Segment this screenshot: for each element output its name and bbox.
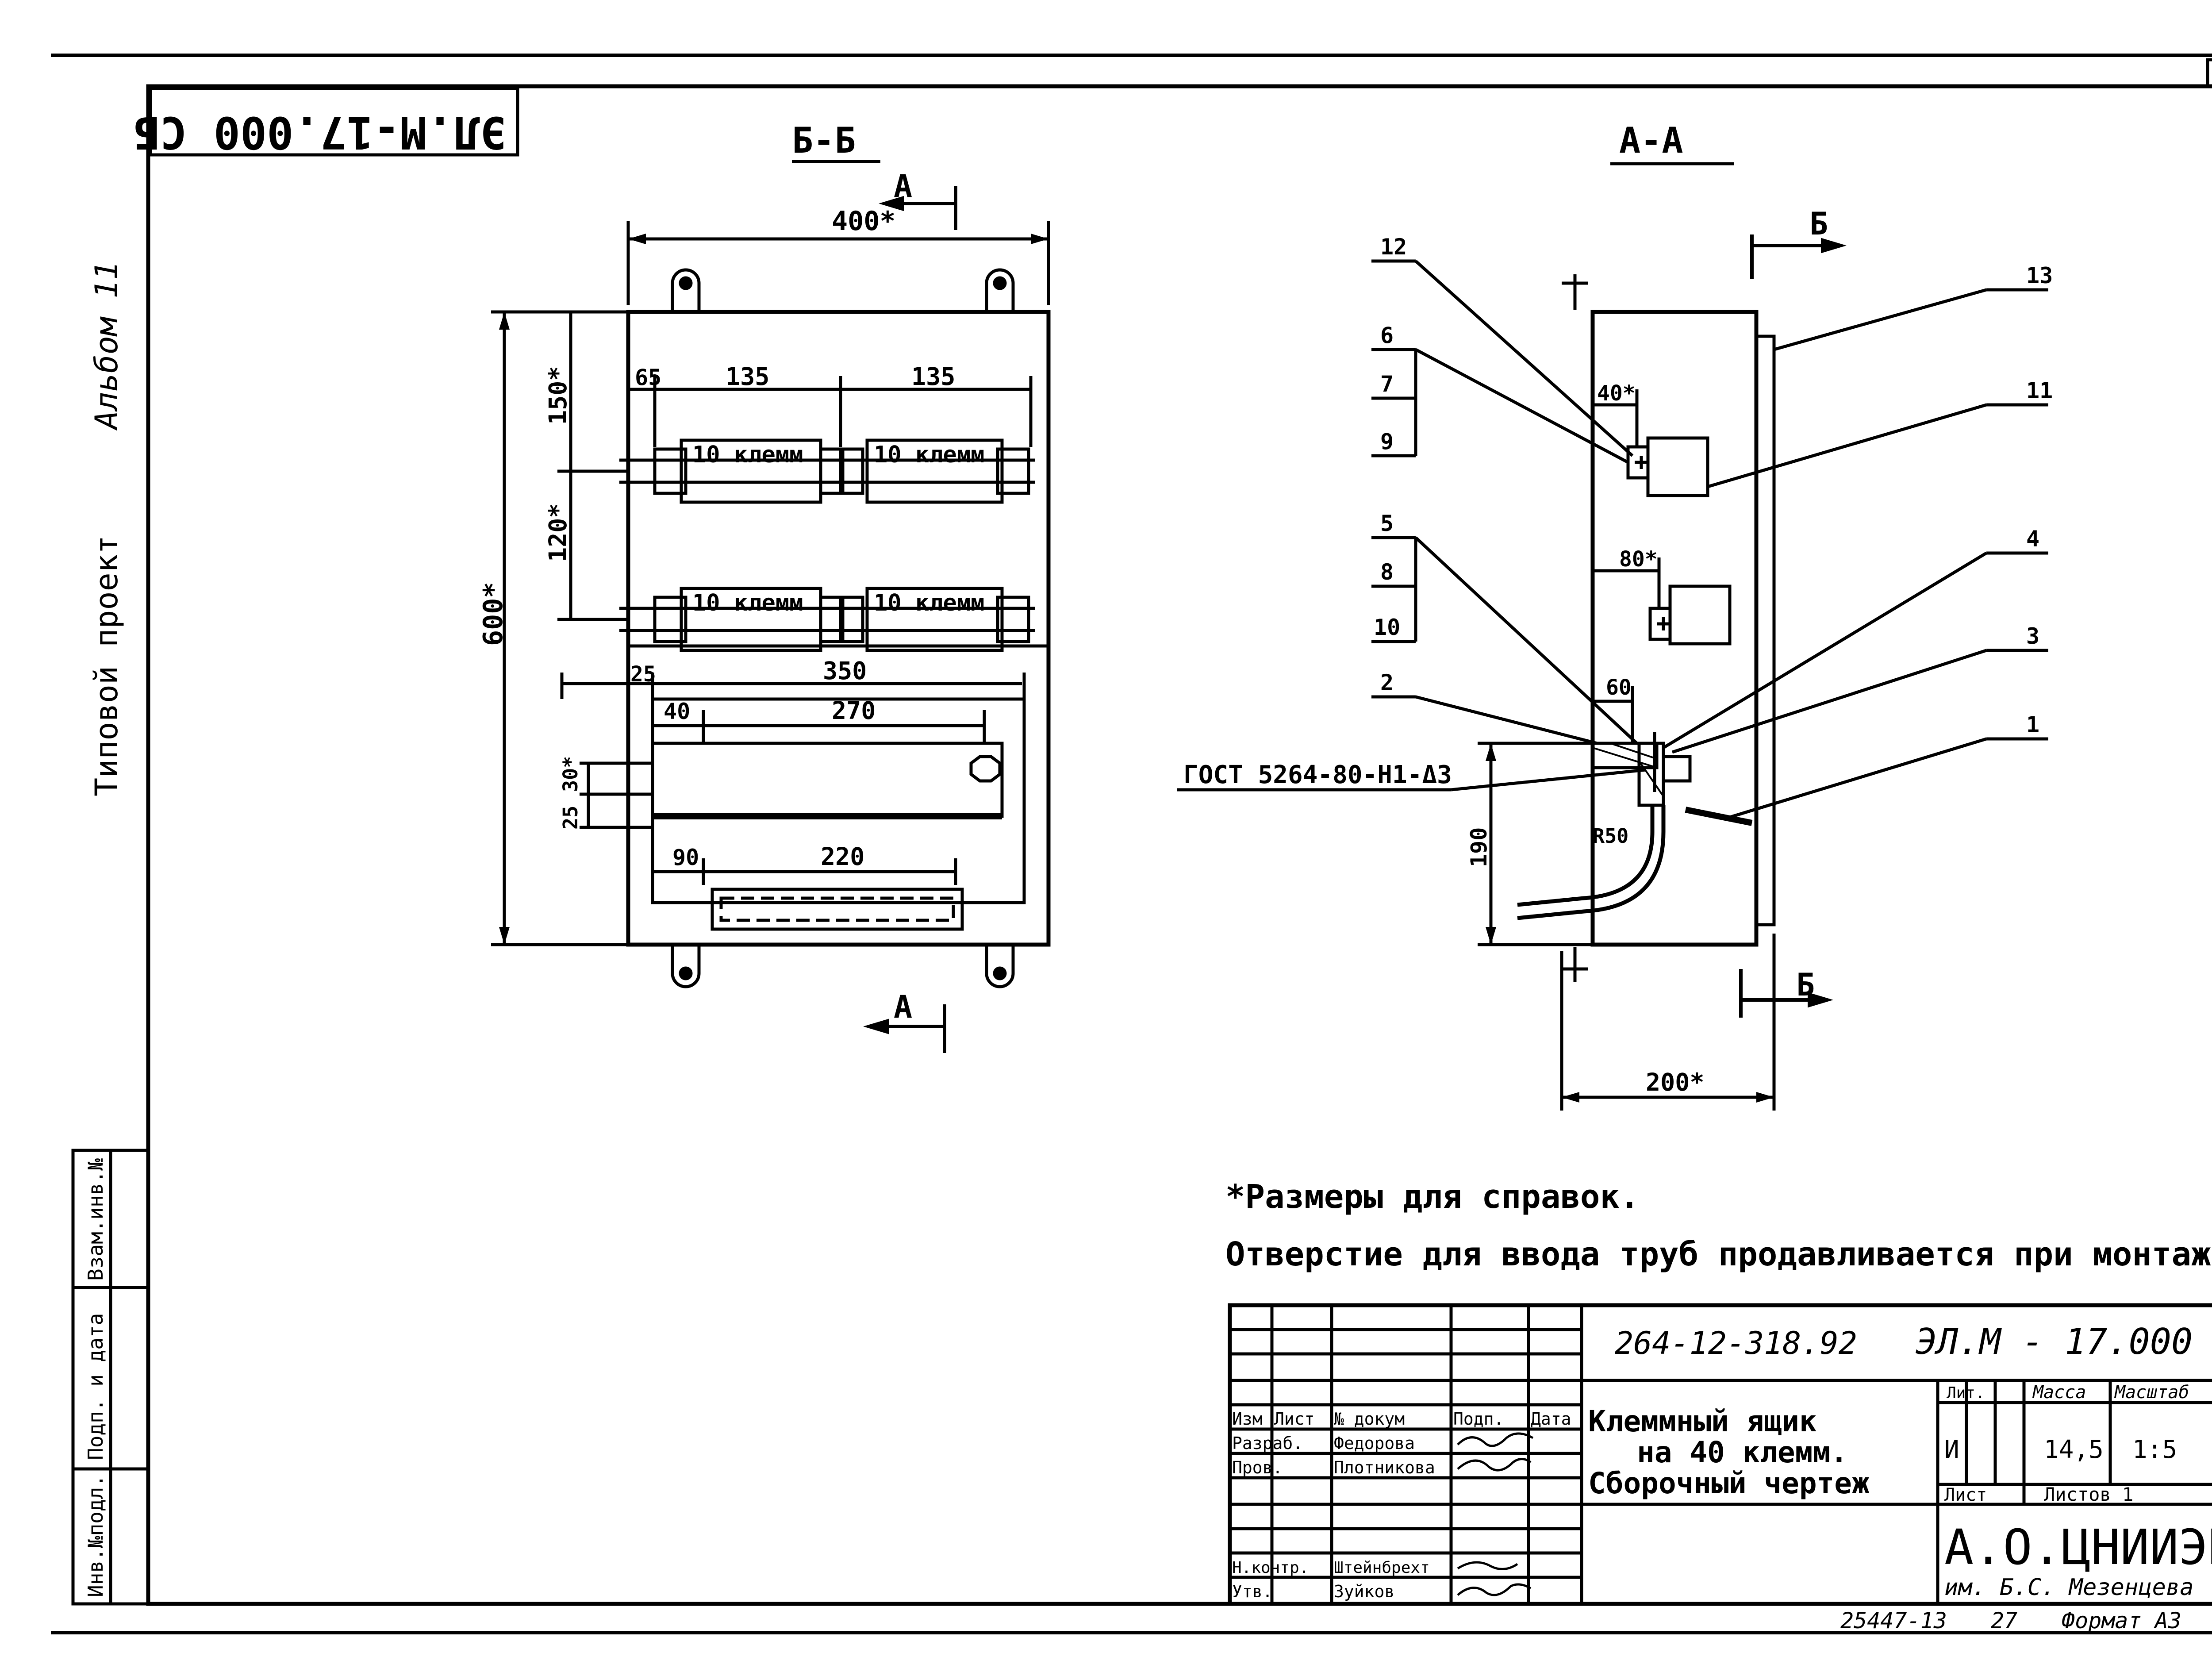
view-bb: Б-Б А А — [478, 120, 1051, 1053]
role-checker: Пров. — [1232, 1458, 1283, 1477]
terminal-side-mid — [1668, 584, 1732, 646]
dim-offset: 65 — [635, 365, 661, 390]
callout-10: 10 — [1374, 615, 1400, 640]
dim-lower-left: 25 — [630, 662, 656, 687]
scale-value: 1:5 — [2132, 1435, 2177, 1464]
name-approver: Зуйков — [1334, 1582, 1394, 1601]
role-developer: Разраб. — [1232, 1434, 1303, 1453]
mass-header: Масса — [2032, 1382, 2086, 1403]
name-normcontrol: Штейнбрехт — [1334, 1559, 1430, 1577]
callout-4: 4 — [2026, 526, 2039, 552]
dim-bottom-width: 220 — [821, 842, 864, 871]
dim-height: 600* — [478, 582, 509, 646]
dim-row-pitch: 120* — [544, 504, 572, 562]
terminal-label-r2a: 10 клемм — [692, 590, 803, 616]
role-normcontrol: Н.контр. — [1232, 1559, 1309, 1577]
col-sign: Подп. — [1453, 1409, 1504, 1429]
din-strip — [651, 742, 1004, 818]
terminal-block-r2b — [865, 587, 1004, 652]
reg-number: 264-12-318.92 — [1615, 1325, 1857, 1361]
dim-strip-h1: 25 — [559, 806, 582, 830]
col-date: Дата — [1531, 1409, 1571, 1429]
signatures — [1457, 1432, 1534, 1596]
drawing-border — [146, 84, 2212, 1606]
callout-3: 3 — [2026, 623, 2039, 649]
dim-d80: 80* — [1619, 547, 1658, 572]
cut-a-bottom-label: А — [894, 989, 912, 1025]
mass-value: 14,5 — [2044, 1435, 2104, 1464]
box-outline-front — [626, 310, 1051, 947]
terminal-block-r1b — [865, 438, 1004, 504]
footer-page: 27 — [1991, 1608, 2017, 1634]
view-aa: А-А Б Б — [1177, 120, 2053, 1111]
designation: ЭЛ.М - 17.000 СБ — [1916, 1321, 2212, 1362]
title-name-1: Клеммный ящик — [1588, 1404, 1817, 1438]
stamp-sign-label: Подп. и дата — [84, 1313, 108, 1460]
callout-5: 5 — [1380, 511, 1394, 536]
callout-12: 12 — [1380, 234, 1407, 260]
callout-2: 2 — [1380, 670, 1394, 696]
view-aa-title: А-А — [1619, 120, 1683, 161]
stamp-replace-label: Взам.инв.№ — [84, 1158, 108, 1281]
dim-d60: 60 — [1606, 675, 1632, 700]
dim-radius: R50 — [1593, 824, 1628, 848]
dim-strip-width: 270 — [832, 696, 876, 725]
name-checker: Плотникова — [1334, 1458, 1435, 1477]
sheet-label: Лист — [1944, 1485, 1987, 1505]
scale-header: Масштаб — [2114, 1382, 2189, 1403]
terminal-side-top — [1646, 436, 1709, 497]
dim-bottom-left: 90 — [672, 845, 699, 870]
box-outline-side — [1590, 310, 1759, 947]
dim-top-gap: 150* — [544, 366, 572, 425]
view-bb-title: Б-Б — [792, 120, 856, 161]
stamp-inv-label: Инв.№подл. — [84, 1475, 108, 1597]
col-list: Лист — [1274, 1409, 1315, 1429]
cut-b-top-label: Б — [1809, 206, 1828, 242]
dim-d190: 190 — [1466, 827, 1492, 867]
lit-header: Лит. — [1947, 1384, 1985, 1402]
org-sub: им. Б.С. Мезенцева — [1944, 1574, 2194, 1601]
bracket-hatch — [1591, 742, 1659, 769]
org-name: А.О.ЦНИИЭП — [1944, 1519, 2212, 1576]
callout-1: 1 — [2026, 712, 2039, 738]
name-developer: Федорова — [1334, 1434, 1415, 1453]
callout-9: 9 — [1380, 429, 1394, 454]
lit-value: И — [1944, 1435, 1959, 1464]
dim-d40: 40* — [1597, 381, 1636, 406]
title-block — [1228, 1303, 2212, 1606]
sheet-number-box — [2206, 58, 2212, 88]
footer-inv: 25447-13 — [1840, 1608, 1947, 1634]
title-name-2: на 40 клемм. — [1637, 1435, 1848, 1469]
terminal-label-r2b: 10 клемм — [874, 590, 984, 616]
col-izm: Изм — [1232, 1409, 1263, 1429]
callout-11: 11 — [2026, 378, 2053, 404]
callout-13: 13 — [2026, 263, 2053, 288]
dim-lower-width: 350 — [823, 657, 867, 685]
callout-8: 8 — [1380, 559, 1394, 585]
col-doc: № докум — [1334, 1409, 1405, 1429]
pipe-channel — [710, 888, 964, 931]
terminal-label-r1a: 10 клемм — [692, 442, 803, 468]
footer-format: Формат А3 — [2062, 1608, 2181, 1634]
dim-width: 400* — [832, 206, 896, 237]
title-name-3: Сборочный чертеж — [1588, 1466, 1870, 1500]
gost-reference: ГОСТ 5264-80-Н1-Δ3 — [1183, 761, 1452, 789]
terminal-label-r1b: 10 клемм — [874, 442, 984, 468]
note-pipe-hole: Отверстие для ввода труб продавливается … — [1225, 1235, 2212, 1273]
rotated-doc-code: ЭЛ.М-17.000 СБ — [134, 107, 507, 158]
callout-6: 6 — [1380, 323, 1394, 348]
project-label: Типовой проект — [88, 535, 125, 796]
rotated-code-box — [149, 87, 519, 157]
role-approver: Утв. — [1232, 1582, 1273, 1601]
sheets-label: Листов 1 — [2044, 1484, 2133, 1505]
album-label: Альбом 11 — [88, 261, 125, 431]
dim-d200: 200* — [1646, 1068, 1704, 1096]
note-reference-dims: *Размеры для справок. — [1225, 1178, 1640, 1216]
dim-block-b: 135 — [911, 362, 955, 391]
dim-strip-left: 40 — [664, 699, 690, 724]
callout-7: 7 — [1380, 371, 1394, 397]
dim-block-a: 135 — [726, 362, 769, 391]
dim-strip-h2: 30* — [559, 756, 582, 792]
